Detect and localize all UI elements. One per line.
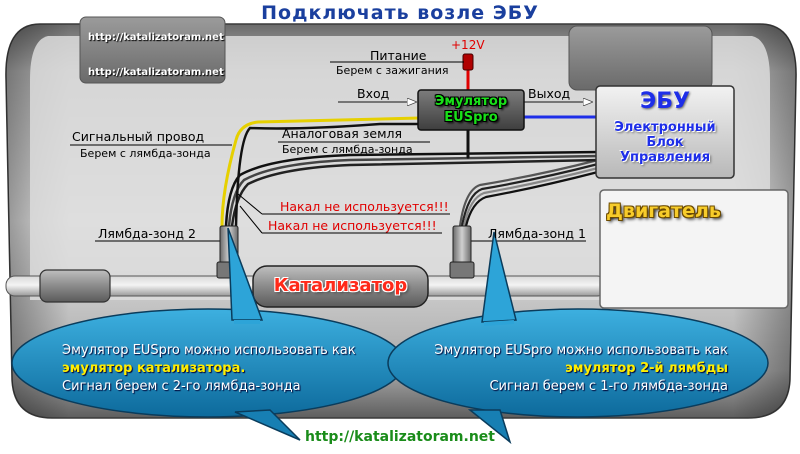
watermark-url-top[interactable]: http://katalizatoram.net [88, 32, 224, 43]
watermark-plate [79, 16, 226, 84]
fuse [462, 53, 474, 71]
sensor-2-label: Лямбда-зонд 2 [98, 226, 196, 241]
emulator-box [417, 89, 525, 131]
ecu-line1: Электронный [614, 120, 716, 135]
sensor-1-body [449, 225, 475, 279]
ground-label: Аналоговая земля [282, 126, 403, 141]
bubble-right-line2: эмулятор 2-й лямбды [565, 361, 728, 376]
watermark-url-bottom[interactable]: http://katalizatoram.net [88, 67, 224, 78]
diagram-title: Подключать возле ЭБУ [261, 2, 539, 24]
heater-note-2: Накал не используется!!! [268, 218, 437, 233]
emulator-line2: EUSpro [444, 110, 498, 125]
bubble-left-line3: Сигнал берем с 2-го лямбда-зонда [62, 379, 301, 394]
signal-wire-sub: Берем с лямбда-зонда [80, 147, 211, 160]
voltage-label: +12V [451, 38, 485, 52]
sensor-1-label: Лямбда-зонд 1 [488, 226, 586, 241]
heater-note-1: Накал не используется!!! [280, 199, 449, 214]
muffler [39, 269, 111, 303]
ecu-box [595, 85, 735, 179]
power-sub: Берем с зажигания [336, 64, 449, 77]
power-label: Питание [370, 48, 427, 63]
input-label: Вход [357, 86, 390, 101]
ecu-line2: Блок [646, 135, 684, 150]
ecu-line3: Управления [619, 150, 711, 165]
bubble-right-line1: Эмулятор EUSpro можно использовать как [434, 343, 728, 358]
output-label: Выход [528, 86, 571, 101]
signal-wire-label: Сигнальный провод [72, 129, 205, 144]
catalyst-label: Катализатор [273, 275, 408, 296]
right-plate [568, 25, 713, 91]
emulator-line1: Эмулятор [434, 94, 508, 109]
bubble-right-shape [387, 231, 769, 445]
ecu-title: ЭБУ [640, 89, 690, 114]
ground-sub: Берем с лямбда-зонда [282, 143, 413, 156]
catalyst-body [252, 265, 429, 308]
bubble-left-line2: эмулятор катализатора. [62, 361, 246, 376]
footer-url[interactable]: http://katalizatoram.net [304, 429, 495, 445]
bubble-left-line1: Эмулятор EUSpro можно использовать как [62, 343, 356, 358]
engine-box [599, 189, 789, 309]
engine-label: Двигатель [606, 200, 721, 222]
bubble-left-shape [11, 227, 405, 441]
bubble-right-line3: Сигнал берем с 1-го лямбда-зонда [489, 379, 728, 394]
